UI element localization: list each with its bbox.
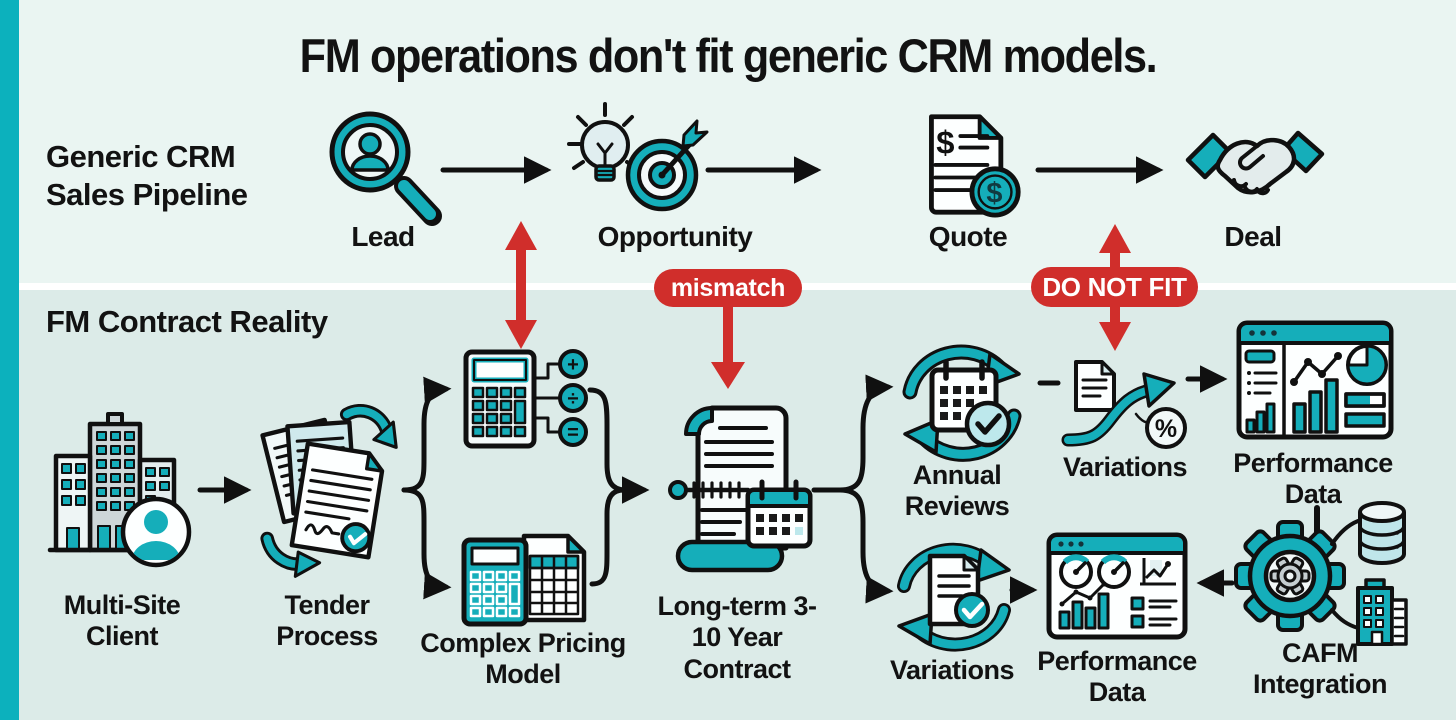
handshake-icon xyxy=(1185,130,1325,196)
do-not-fit-badge: DO NOT FIT xyxy=(1031,267,1198,307)
stage-label-lead: Lead xyxy=(351,221,415,252)
buildings-client-icon xyxy=(47,412,192,568)
node-label-cafm-integration: CAFM Integration xyxy=(1253,638,1388,700)
node-label-performance-data-top: Performance Data xyxy=(1233,448,1393,510)
document-change-percent-icon: % xyxy=(1061,360,1187,449)
left-accent-bar xyxy=(0,0,19,720)
document-cycle-check-icon xyxy=(897,542,1011,652)
lead-magnifier-person-icon xyxy=(329,111,442,226)
svg-text:÷: ÷ xyxy=(568,388,579,410)
svg-text:$: $ xyxy=(936,123,954,160)
stage-label-opportunity: Opportunity xyxy=(597,221,753,252)
calculator-spreadsheet-icon xyxy=(461,533,587,627)
node-label-complex-pricing: Complex Pricing Model xyxy=(420,628,626,690)
stage-label-deal: Deal xyxy=(1224,221,1282,252)
stage-label-quote: Quote xyxy=(928,221,1008,252)
svg-text:$: $ xyxy=(986,178,1002,210)
generic-crm-section-label: Generic CRM Sales Pipeline xyxy=(46,139,248,212)
node-label-long-term-contract: Long-term 3-10 Year Contract xyxy=(657,591,818,684)
node-label-variations-top: Variations xyxy=(1062,452,1188,482)
contract-scroll-calendar-icon xyxy=(668,405,813,573)
fm-reality-section-label: FM Contract Reality xyxy=(46,304,328,339)
node-label-annual-reviews: Annual Reviews xyxy=(904,460,1010,522)
gear-database-building-icon xyxy=(1234,501,1408,646)
dashboard-gauges-icon xyxy=(1046,532,1188,640)
calculator-operators-icon: + ÷ = xyxy=(463,349,588,449)
page-title: FM operations don't fit generic CRM mode… xyxy=(299,29,1158,82)
node-label-variations-bottom: Variations xyxy=(889,655,1015,685)
dollar-document-icon: $ $ xyxy=(929,114,1021,218)
mismatch-badge: mismatch xyxy=(654,269,802,307)
node-label-multi-site-client: Multi-Site Client xyxy=(63,590,181,652)
svg-text:+: + xyxy=(567,354,579,376)
lightbulb-target-icon xyxy=(567,102,709,212)
calendar-cycle-icon xyxy=(902,344,1022,462)
node-label-tender-process: Tender Process xyxy=(276,590,378,652)
svg-text:%: % xyxy=(1155,415,1177,443)
red-mismatch-arrows xyxy=(505,221,1131,389)
dashboard-charts-icon xyxy=(1236,320,1394,440)
black-flow-arrows xyxy=(197,156,1320,604)
documents-cycle-icon xyxy=(260,404,398,578)
node-label-performance-data-bottom: Performance Data xyxy=(1037,646,1197,708)
svg-text:=: = xyxy=(567,422,579,444)
